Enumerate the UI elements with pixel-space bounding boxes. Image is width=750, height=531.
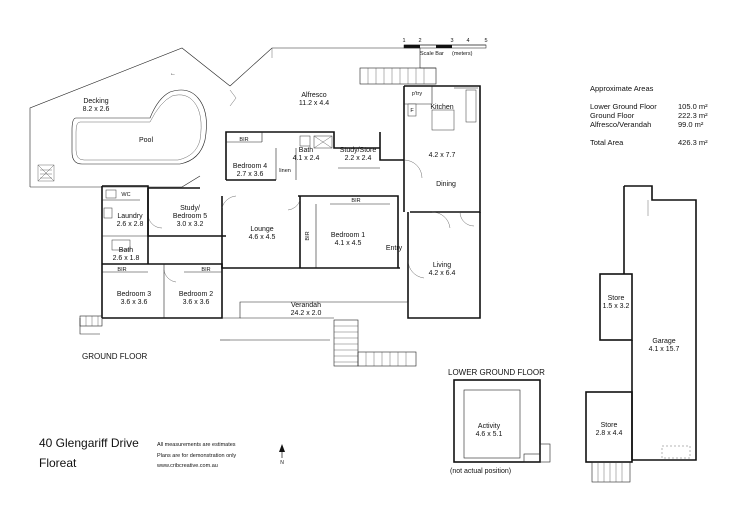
dims-verandah: 24.2 x 2.0 xyxy=(291,310,322,317)
label-verandah: Verandah xyxy=(291,302,321,309)
label-bir-bed3: BIR xyxy=(117,267,126,273)
street-address: 40 Glengariff Drive xyxy=(39,436,139,450)
label-bir-bed1-side: BIR xyxy=(305,231,311,240)
label-store-lower: Store xyxy=(601,422,618,429)
scale-bar: 1 2 3 4 5 Scale Bar (meters) xyxy=(402,38,487,57)
dims-bedroom2: 3.6 x 3.6 xyxy=(183,299,210,306)
label-bedroom3: Bedroom 3 xyxy=(117,291,151,298)
note-not-actual-position: (not actual position) xyxy=(450,468,511,475)
label-bir-bed4: BIR xyxy=(239,137,248,143)
dims-bath-small: 2.6 x 1.8 xyxy=(113,255,140,262)
dims-bedroom1: 4.1 x 4.5 xyxy=(335,240,362,247)
label-decking: Decking xyxy=(83,98,108,105)
label-linen: linen xyxy=(279,168,291,174)
suburb: Floreat xyxy=(39,456,77,470)
label-study-bed5-2: Bedroom 5 xyxy=(173,213,207,220)
address-block: 40 Glengariff Drive All measurements are… xyxy=(39,436,236,470)
svg-text:←: ← xyxy=(170,71,176,77)
disclaimer-demonstration: Plans are for demonstration only xyxy=(157,453,236,459)
label-pantry: p'try xyxy=(412,91,422,97)
dims-garage: 4.1 x 15.7 xyxy=(649,346,680,353)
label-alfresco: Alfresco xyxy=(301,92,326,99)
label-study-store: Study/Store xyxy=(340,147,377,154)
area-label-lower: Lower Ground Floor xyxy=(590,102,657,111)
west-steps xyxy=(79,315,103,327)
area-value-alfresco: 99.0 m² xyxy=(678,120,704,129)
label-store-upper: Store xyxy=(608,295,625,302)
dims-store-lower: 2.8 x 4.4 xyxy=(596,430,623,437)
area-label-total: Total Area xyxy=(590,138,624,147)
label-wc: WC xyxy=(121,192,130,198)
area-label-ground: Ground Floor xyxy=(590,111,635,120)
website: www.cribcreative.com.au xyxy=(156,463,218,469)
disclaimer-estimates: All measurements are estimates xyxy=(157,442,236,448)
dims-laundry: 2.6 x 2.8 xyxy=(117,221,144,228)
north-arrow-icon: N xyxy=(279,444,285,466)
area-label-alfresco: Alfresco/Verandah xyxy=(590,120,651,129)
scale-tick-2: 2 xyxy=(418,38,421,44)
label-study-bed5-1: Study/ xyxy=(180,205,200,212)
scale-tick-5: 5 xyxy=(484,38,487,44)
dims-decking: 8.2 x 2.6 xyxy=(83,106,110,113)
room-labels: Decking 8.2 x 2.6 Pool Alfresco 11.2 x 4… xyxy=(83,91,680,438)
label-dining: Dining xyxy=(436,181,456,188)
label-kitchen: Kitchen xyxy=(430,104,453,111)
label-lounge: Lounge xyxy=(250,226,273,233)
scale-tick-4: 4 xyxy=(466,38,469,44)
scale-tick-3: 3 xyxy=(450,38,453,44)
dims-activity: 4.6 x 5.1 xyxy=(476,431,503,438)
dims-living: 4.2 x 6.4 xyxy=(429,270,456,277)
heading-lower-ground-floor: LOWER GROUND FLOOR xyxy=(448,368,545,377)
dims-bedroom3: 3.6 x 3.6 xyxy=(121,299,148,306)
label-entry: Entry xyxy=(386,245,403,252)
dims-bath-main: 4.1 x 2.4 xyxy=(293,155,320,162)
dims-bedroom4: 2.7 x 3.6 xyxy=(237,171,264,178)
dims-alfresco: 11.2 x 4.4 xyxy=(299,100,329,107)
ground-floor: ← xyxy=(29,47,481,367)
dims-kitchen-dining: 4.2 x 7.7 xyxy=(429,152,456,159)
label-garage: Garage xyxy=(652,338,675,345)
dims-study-bed5: 3.0 x 3.2 xyxy=(177,221,204,228)
label-fridge: F xyxy=(410,108,414,114)
area-value-lower: 105.0 m² xyxy=(678,102,708,111)
north-label: N xyxy=(280,460,284,466)
dims-store-upper: 1.5 x 3.2 xyxy=(603,303,630,310)
label-living: Living xyxy=(433,262,451,269)
heading-ground-floor: GROUND FLOOR xyxy=(82,352,148,361)
scale-label: Scale Bar xyxy=(420,51,444,57)
garage-block xyxy=(585,185,697,483)
label-bedroom1: Bedroom 1 xyxy=(331,232,365,239)
label-bir-bed1-top: BIR xyxy=(351,198,360,204)
scale-unit: (meters) xyxy=(452,51,473,57)
area-value-ground: 222.3 m² xyxy=(678,111,708,120)
label-bir-bed2: BIR xyxy=(201,267,210,273)
alfresco-steps xyxy=(359,67,437,85)
areas-title: Approximate Areas xyxy=(590,84,654,93)
label-bath-small: Bath xyxy=(119,247,134,254)
label-bedroom2: Bedroom 2 xyxy=(179,291,213,298)
label-laundry: Laundry xyxy=(117,213,143,220)
scale-tick-1: 1 xyxy=(402,38,405,44)
south-steps xyxy=(333,319,417,367)
dims-study-store: 2.2 x 2.4 xyxy=(345,155,372,162)
dims-lounge: 4.6 x 4.5 xyxy=(249,234,276,241)
lower-ground-floor xyxy=(453,379,551,463)
area-value-total: 426.3 m² xyxy=(678,138,708,147)
label-activity: Activity xyxy=(478,423,501,430)
label-pool: Pool xyxy=(139,137,153,144)
label-bath-main: Bath xyxy=(299,147,314,154)
label-bedroom4: Bedroom 4 xyxy=(233,163,267,170)
areas-table: Approximate Areas Lower Ground Floor 105… xyxy=(590,84,708,147)
